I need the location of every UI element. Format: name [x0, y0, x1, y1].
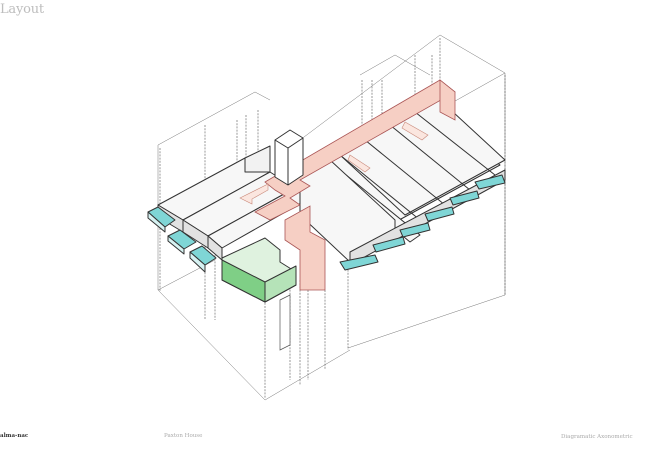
garden-unit — [221, 237, 297, 303]
stair-core — [274, 129, 304, 351]
balconies-left — [147, 206, 217, 273]
page-title: Layout — [0, 2, 44, 17]
circulation-path — [239, 79, 456, 291]
footer-brand: alma-nac — [0, 433, 29, 439]
balconies-right — [339, 174, 506, 271]
footer-project-name: Paxton House — [164, 433, 203, 439]
footer-drawing-type: Diagramatic Axonometric — [561, 434, 633, 440]
